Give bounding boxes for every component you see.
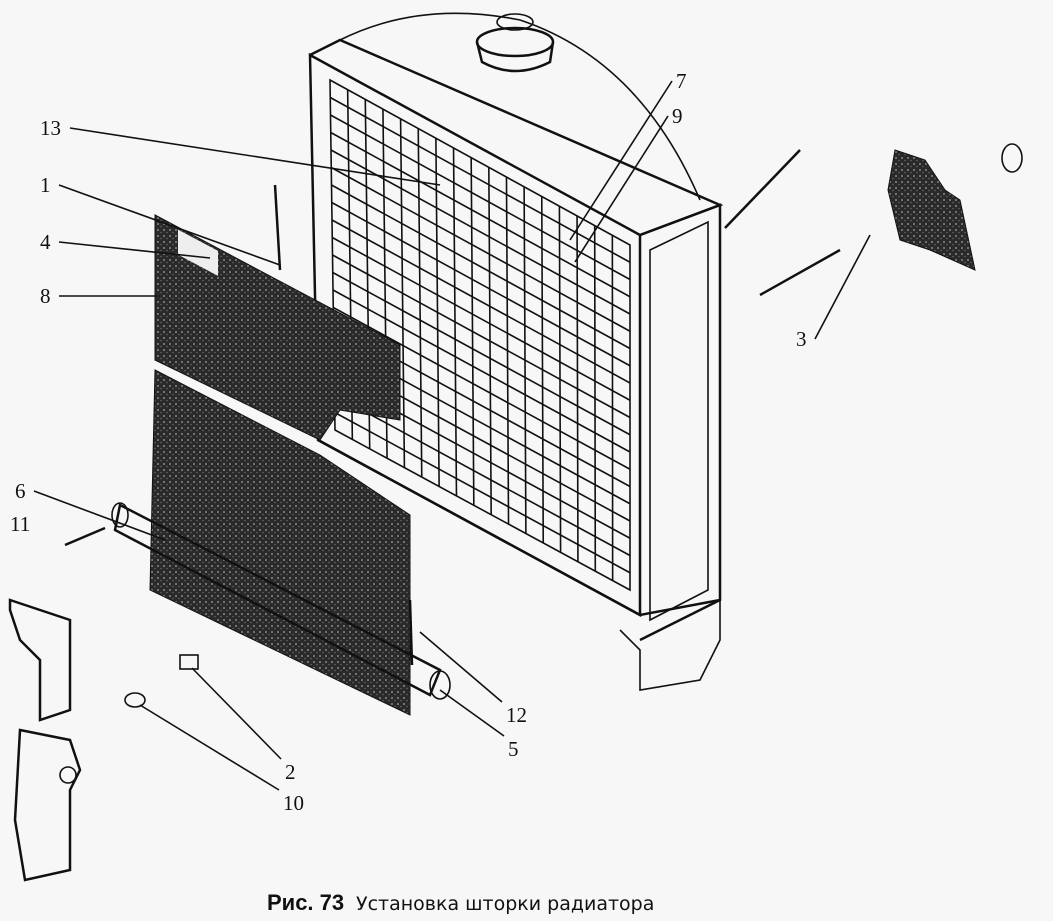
leader-line-9 — [574, 115, 669, 263]
leader-line-7 — [569, 80, 673, 241]
leader-line-3 — [814, 234, 871, 340]
callout-label-7: 7 — [676, 69, 687, 93]
plate-2 — [179, 654, 199, 670]
grid-line — [331, 184, 631, 350]
grid-line — [332, 271, 631, 436]
leader-line-12 — [419, 631, 503, 703]
callout-label-11: 11 — [10, 512, 30, 536]
cable-end — [759, 248, 841, 297]
callout-label-8: 8 — [40, 284, 51, 308]
grid-line — [334, 411, 631, 574]
callout-label-6: 6 — [15, 479, 26, 503]
bracket-panel — [887, 149, 976, 271]
bolt-10 — [124, 692, 146, 708]
ring — [1001, 143, 1023, 173]
pin-12 — [408, 599, 414, 666]
callout-label-5: 5 — [508, 737, 519, 761]
leader-line-6 — [33, 490, 166, 541]
radiator — [308, 12, 724, 691]
rod — [273, 184, 282, 271]
callout-label-2: 2 — [285, 760, 296, 784]
grid-line — [330, 131, 631, 298]
callout-label-4: 4 — [40, 230, 51, 254]
leader-line-13 — [69, 127, 441, 186]
grid-line — [330, 166, 631, 332]
leader-line-1 — [58, 184, 281, 266]
grid-line — [331, 219, 631, 384]
grid-line — [331, 236, 631, 401]
leader-line-5 — [439, 689, 505, 737]
callout-label-1: 1 — [40, 173, 51, 197]
caption-text: Установка шторки радиатора — [356, 893, 654, 915]
leader-line-4 — [58, 241, 211, 259]
grid-line — [332, 289, 631, 453]
grid-line — [330, 114, 631, 281]
callout-label-3: 3 — [796, 327, 807, 351]
caption-prefix: Рис. 73 — [267, 890, 344, 915]
grid-line — [334, 394, 631, 557]
grid-line — [330, 149, 631, 315]
curtain — [149, 214, 411, 716]
grid-line — [332, 306, 631, 470]
pin-11 — [64, 526, 106, 547]
radiator-core-grid — [329, 89, 631, 581]
callout-label-13: 13 — [40, 116, 61, 140]
callout-label-12: 12 — [506, 703, 527, 727]
grid-line — [329, 96, 631, 263]
grid-line — [332, 254, 631, 419]
callout-label-10: 10 — [283, 791, 304, 815]
leader-line-2 — [191, 667, 282, 760]
grid-line — [331, 201, 631, 367]
brackets — [8, 598, 82, 882]
callout-label-9: 9 — [672, 104, 683, 128]
leader-line-10 — [139, 704, 280, 791]
filler-cap — [475, 13, 555, 73]
cable — [724, 149, 801, 229]
